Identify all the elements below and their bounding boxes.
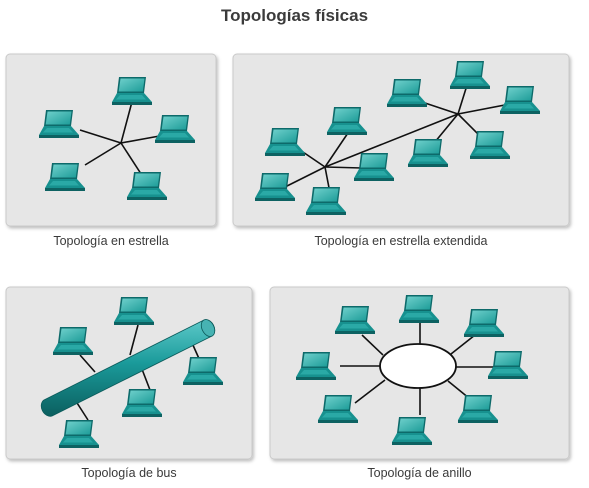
page-title: Topologías físicas <box>220 6 369 25</box>
caption-ring: Topología de anillo <box>367 466 472 480</box>
caption-star: Topología en estrella <box>53 234 169 248</box>
ring-hub <box>379 343 457 389</box>
caption-extended-star: Topología en estrella extendida <box>314 234 488 248</box>
caption-bus: Topología de bus <box>81 466 177 480</box>
bus-cable <box>40 319 216 417</box>
panel-extended-star <box>232 53 570 227</box>
